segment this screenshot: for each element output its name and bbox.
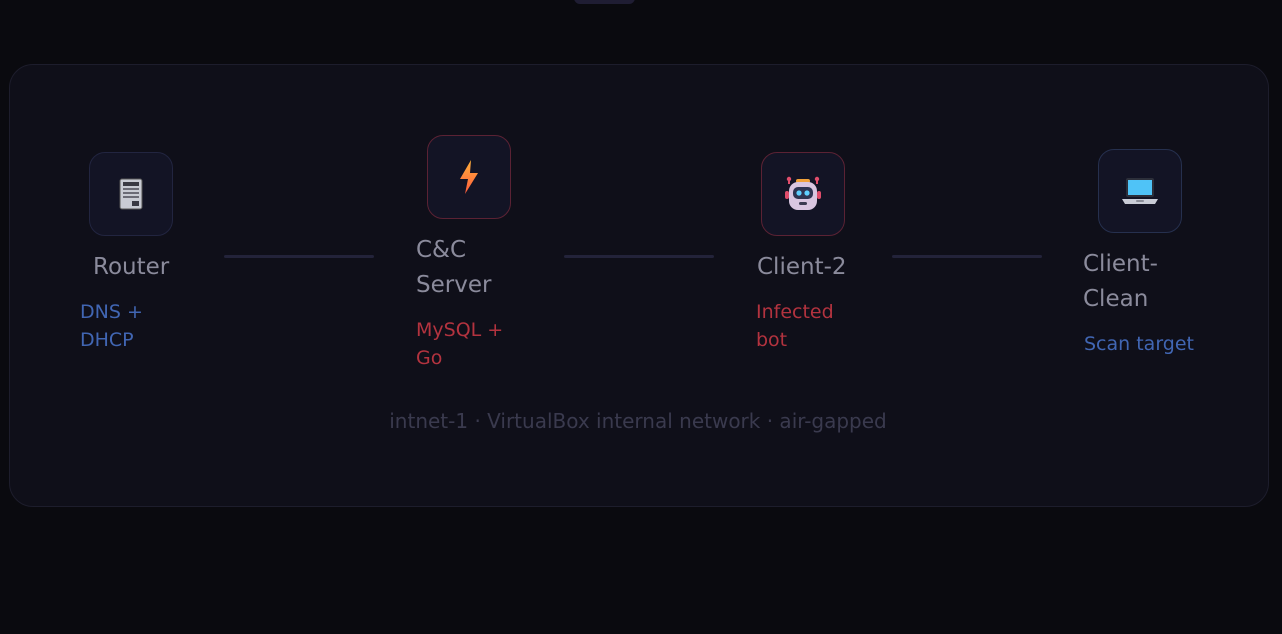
- client2-title: Client-2: [757, 254, 847, 280]
- laptop-icon: [1122, 178, 1158, 204]
- cnc-server-title: C&C Server: [416, 237, 492, 298]
- router-title: Router: [93, 254, 170, 280]
- robot-icon: [785, 176, 821, 210]
- client-clean-node[interactable]: [1098, 149, 1182, 233]
- link-client2-clean: [892, 255, 1042, 258]
- link-router-cnc: [224, 255, 374, 258]
- cnc-server-subtitle: MySQL + Go: [416, 319, 504, 369]
- top-tab[interactable]: [574, 0, 635, 4]
- client2-node[interactable]: [761, 152, 845, 236]
- router-node[interactable]: [89, 152, 173, 236]
- lightning-icon: [460, 160, 478, 194]
- router-subtitle: DNS + DHCP: [80, 301, 143, 351]
- client2-subtitle: Infected bot: [756, 301, 834, 351]
- client-clean-subtitle: Scan target: [1084, 333, 1195, 355]
- cnc-server-node[interactable]: [427, 135, 511, 219]
- server-icon: [119, 178, 143, 210]
- network-caption: intnet-1 · VirtualBox internal network ·…: [389, 409, 887, 433]
- link-cnc-client2: [564, 255, 714, 258]
- client-clean-title: Client-Clean: [1083, 251, 1158, 312]
- network-diagram-card: [9, 64, 1269, 507]
